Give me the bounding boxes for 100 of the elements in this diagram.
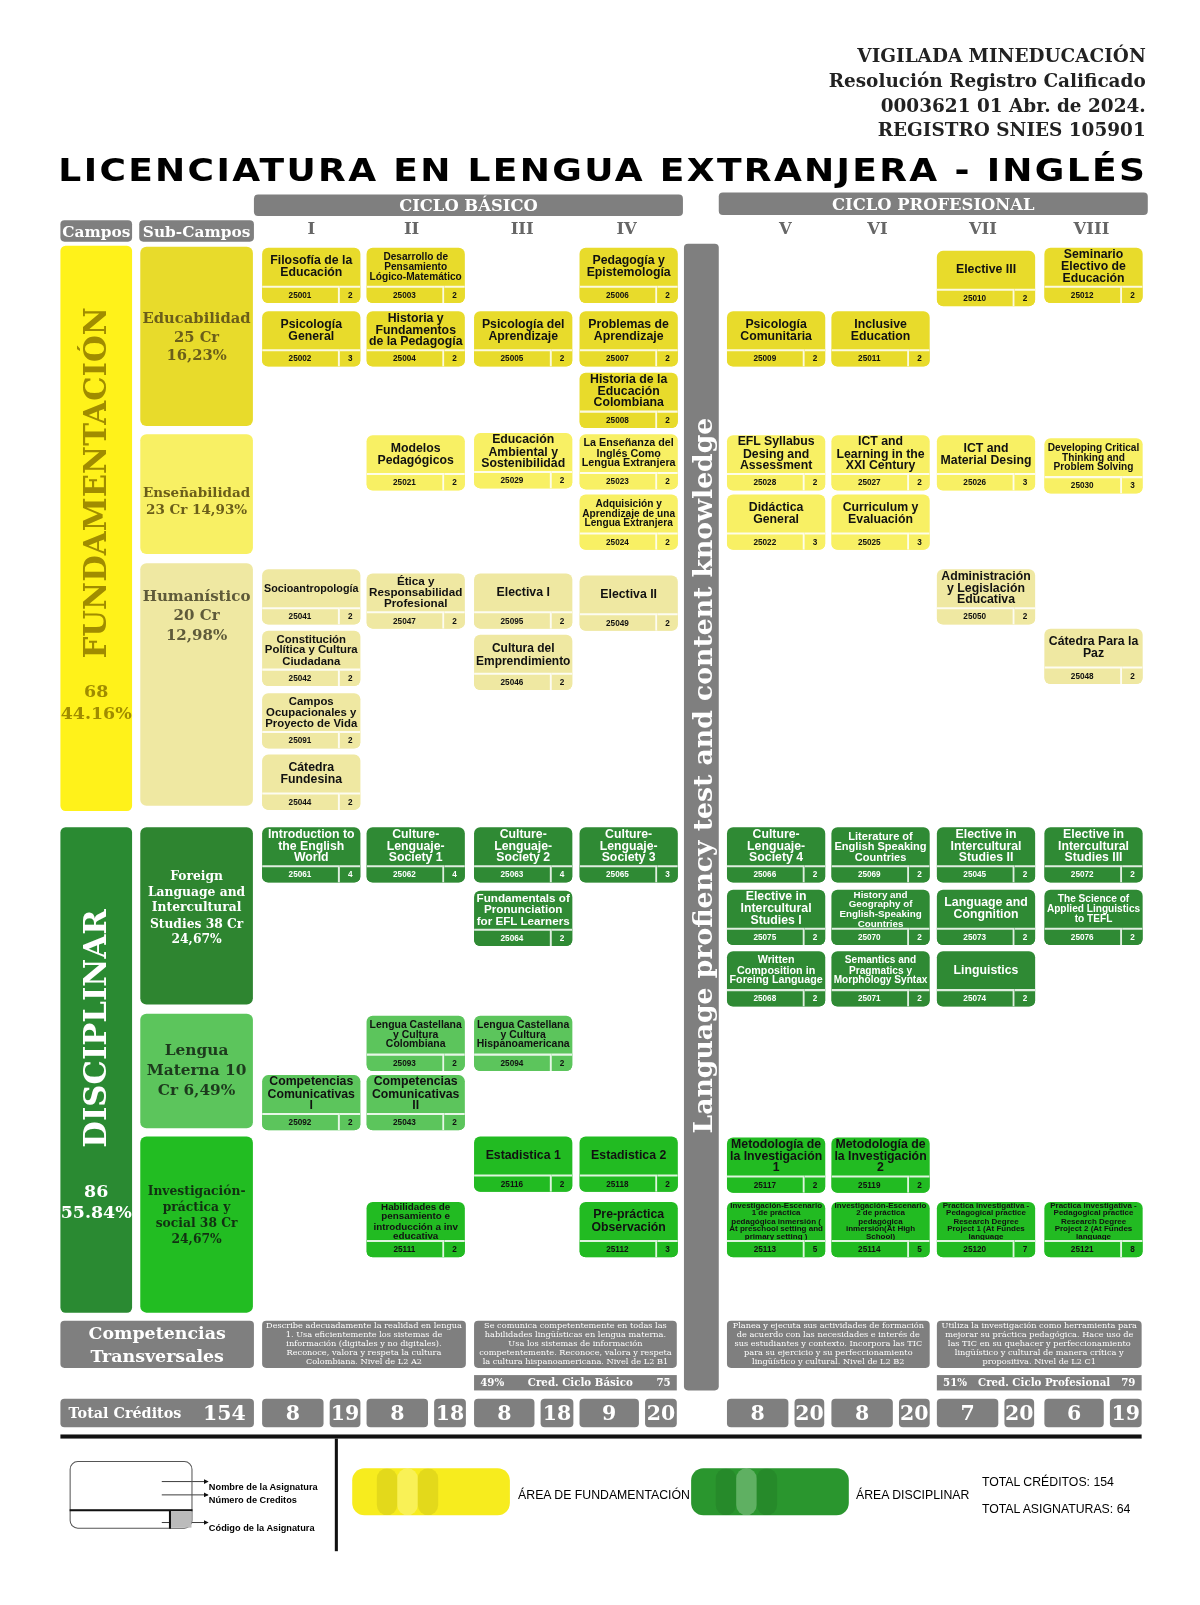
course-card bbox=[936, 827, 1036, 883]
course-code: 25074 bbox=[936, 989, 1015, 1007]
total-label: Total Créditos bbox=[68, 1404, 182, 1422]
course-name: Lengua Castellana y Cultura Hispanoamericana bbox=[476, 1019, 571, 1050]
course-card bbox=[936, 569, 1036, 625]
course-card bbox=[579, 247, 678, 304]
field-total: 86 55.84% bbox=[60, 1180, 133, 1225]
strip-text: 51% bbox=[943, 1377, 967, 1389]
course-code: 25117 bbox=[726, 1175, 805, 1193]
course-card bbox=[262, 630, 361, 686]
course-name: ICT and Material Desing bbox=[939, 442, 1033, 466]
course-code: 25004 bbox=[366, 349, 445, 367]
course-code: 25050 bbox=[936, 607, 1015, 625]
course-card bbox=[1044, 247, 1143, 304]
course-code: 25008 bbox=[579, 410, 658, 428]
header-text: CICLO BÁSICO bbox=[399, 195, 538, 215]
course-code: 25062 bbox=[366, 865, 445, 883]
course-card bbox=[1044, 438, 1143, 494]
credit-total-box bbox=[579, 1398, 639, 1428]
credit-number: 8 bbox=[497, 1400, 512, 1426]
course-code: 25069 bbox=[831, 865, 910, 883]
course-name: Didáctica General bbox=[747, 501, 805, 526]
credit-count: 2 bbox=[909, 927, 930, 946]
course-card bbox=[726, 827, 826, 883]
credit-number: 20 bbox=[646, 1400, 676, 1426]
competency-text: Utiliza la investigación como herramienta para mejorar su práctica pedagógica. Hace uso de las TIC en su quehacer y perfeccionamiento lingüístico y cultural de manera crítica y propositiva. Nivel de L2 C1 bbox=[940, 1321, 1138, 1367]
semester-numeral: III bbox=[509, 219, 535, 239]
course-card bbox=[726, 311, 826, 367]
credit-number: 6 bbox=[1066, 1400, 1082, 1426]
credit-count: 5 bbox=[804, 1239, 826, 1258]
credit-count: 2 bbox=[339, 607, 361, 625]
credit-count: 2 bbox=[1014, 989, 1036, 1007]
credit-count: 3 bbox=[1122, 476, 1143, 494]
course-name: Adquisición y Aprendizaje de una Lengua Extranjera bbox=[581, 499, 676, 528]
course-card bbox=[936, 435, 1036, 491]
course-card bbox=[1044, 628, 1143, 684]
credit-count: 2 bbox=[444, 349, 465, 367]
course-code: 25066 bbox=[726, 865, 805, 883]
course-code: 25049 bbox=[579, 613, 658, 631]
credit-count: 4 bbox=[339, 865, 361, 883]
credit-total-box bbox=[366, 1398, 428, 1428]
total-note: TOTAL CRÉDITOS: 154 bbox=[981, 1474, 1114, 1489]
course-card bbox=[474, 1015, 573, 1071]
credit-number: 8 bbox=[855, 1400, 870, 1426]
course-code: 25047 bbox=[366, 611, 445, 629]
course-card bbox=[831, 1202, 930, 1258]
course-card bbox=[474, 573, 573, 629]
field-name: DISCIPLINAR bbox=[77, 909, 114, 1148]
strip-text: Cred. Ciclo Básico bbox=[527, 1377, 633, 1389]
course-code: 25092 bbox=[262, 1112, 340, 1131]
course-name: Desarrollo de Pensamiento Lógico-Matemático bbox=[368, 252, 463, 282]
course-card bbox=[474, 311, 573, 367]
course-card bbox=[831, 494, 930, 550]
course-card bbox=[366, 1202, 465, 1258]
course-name: Elective III bbox=[955, 263, 1017, 276]
credit-count: 2 bbox=[444, 611, 465, 629]
credit-total-box bbox=[726, 1398, 789, 1428]
course-name: Competencias Comunicativas I bbox=[266, 1076, 356, 1112]
course-code: 25024 bbox=[579, 532, 658, 550]
course-name: Culture-Lenguaje-Society 1 bbox=[385, 828, 446, 864]
subfield-label: Educabilidad 25 Cr 16,23% bbox=[142, 308, 251, 366]
course-code: 25011 bbox=[831, 349, 910, 367]
credit-count: 2 bbox=[804, 1175, 826, 1193]
subfield-band bbox=[140, 563, 253, 806]
cycle-credit-strip bbox=[936, 1375, 1142, 1391]
course-name: Introduction to the English World bbox=[266, 828, 356, 864]
course-code: 25064 bbox=[474, 928, 552, 947]
course-name: Metodología de la Investigación 1 bbox=[729, 1139, 824, 1174]
course-name: Culture-Lenguaje-Society 3 bbox=[598, 828, 659, 864]
credit-count: 3 bbox=[339, 349, 361, 367]
course-name: Elective in Intercultural Studies II bbox=[949, 828, 1023, 864]
course-code: 25046 bbox=[474, 672, 552, 691]
course-name: Pre-práctica Observación bbox=[590, 1209, 667, 1233]
legend-caption-text: Nombre de la Asignatura bbox=[208, 1481, 318, 1492]
credit-number: 9 bbox=[602, 1400, 617, 1426]
credit-number: 19 bbox=[1111, 1400, 1140, 1426]
competency-text: Describe adecuadamente la realidad en lengua 1. Usa eficientemente los sistemas de información (digitales y no digitales). Reconoce, valora y respeta la cultura Colombiana. Nivel de L2 A2 bbox=[265, 1321, 463, 1367]
credit-total-box bbox=[262, 1398, 324, 1428]
credit-count: 2 bbox=[551, 928, 573, 947]
field-band bbox=[60, 245, 133, 811]
credit-count: 2 bbox=[657, 285, 678, 304]
course-card bbox=[579, 1202, 678, 1258]
banner-text: Language profiency test and content knowledge bbox=[687, 417, 718, 1134]
course-card bbox=[726, 494, 826, 550]
cycle-credit-strip bbox=[474, 1375, 677, 1391]
course-card bbox=[831, 311, 930, 367]
credit-count: 2 bbox=[444, 473, 465, 491]
credit-count: 2 bbox=[339, 1112, 361, 1131]
course-card bbox=[726, 1137, 826, 1193]
credit-count: 2 bbox=[339, 731, 361, 749]
credit-count: 2 bbox=[1014, 927, 1036, 946]
credit-number: 8 bbox=[390, 1400, 405, 1426]
credit-count: 3 bbox=[657, 865, 678, 883]
course-code: 25005 bbox=[474, 349, 552, 367]
credit-number: 19 bbox=[330, 1400, 360, 1426]
course-card bbox=[579, 372, 678, 428]
credit-number: 20 bbox=[900, 1400, 929, 1426]
course-card bbox=[579, 575, 678, 631]
course-name: Seminario Electivo de Educación bbox=[1060, 249, 1127, 285]
course-card bbox=[936, 250, 1036, 307]
